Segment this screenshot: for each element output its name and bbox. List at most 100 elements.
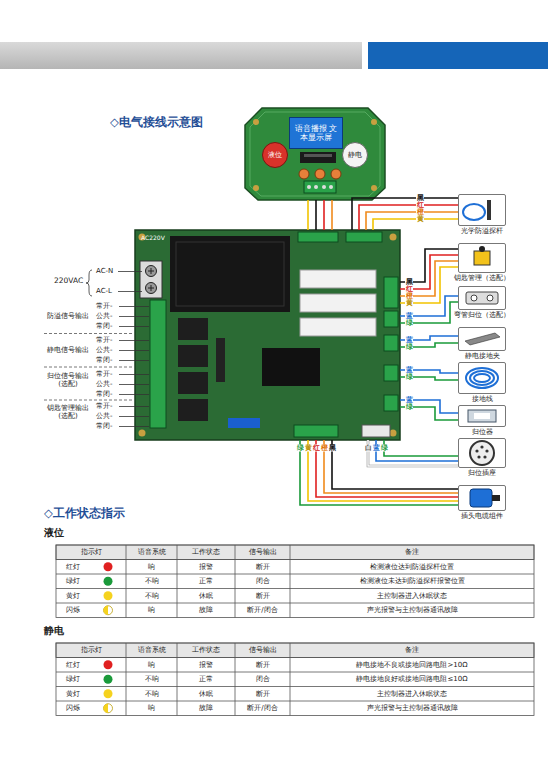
wire-color: 橙 [416,209,424,216]
main-board [228,418,260,428]
main-board [178,345,208,367]
device-icon [485,449,488,452]
leader-line [119,341,149,361]
wire [352,198,458,230]
device-box: 插头电缆组件 [458,485,506,511]
wire [368,440,458,466]
display-board [299,169,309,179]
table-cell: 闪烁 [56,701,126,716]
table-cell: 指示灯 [56,545,126,560]
label: 归位信号输出 (选配) [44,372,92,389]
wire [332,440,458,489]
wire [359,205,458,230]
indicator-dot [104,675,113,684]
wire-bundle [368,440,458,466]
wire [400,249,458,282]
indicator-dot [104,577,113,586]
table-cell: 黄灯 [56,687,126,702]
status-table [56,545,534,560]
device-icon [470,489,492,507]
device-label: 归位器 [472,429,493,437]
label: AC-L [96,287,112,295]
wire-color: 蓝 [405,397,413,404]
main-board [390,430,397,437]
wire-color: 黑 [328,445,336,452]
table-cell: 断开/闭合 [235,603,290,618]
wire-color: 黑 [416,195,424,202]
display-board [300,152,336,163]
device-icon [470,371,494,385]
wire-bundle [308,200,332,230]
device-label: 弯管归位（选配） [454,312,510,320]
table-cell: 信号输出 [235,643,290,658]
display-board [371,185,377,191]
indicator-dot [104,689,113,698]
table-cell: 正常 [177,574,235,589]
device-icon [471,295,477,301]
device-icon [463,204,485,220]
table-cell: 正常 [177,672,235,687]
display-board [245,108,385,200]
table-cell: 休眠 [177,687,235,702]
wire-bundle [400,400,458,420]
device-icon [465,333,500,345]
main-board [146,283,157,294]
main-board [148,268,154,274]
indicator-dot [104,562,113,713]
header-bar [0,42,548,69]
device-label: 静电接地夹 [465,353,500,361]
label: 常开- [96,402,113,410]
table-cell: 响 [126,603,177,618]
main-board [178,399,208,421]
table-cell: 工作状态 [177,545,235,560]
device-box: 光学防溢探杆 [458,194,506,226]
wire [331,200,333,230]
label: 220VAC [54,276,83,285]
table-cell: 不响 [126,672,177,687]
wire-color: 橙 [405,293,413,300]
status-table [56,658,534,702]
table-cell: 指示灯 [56,643,126,658]
main-board [384,311,398,327]
wire-color: 黄 [405,300,413,307]
leader-line [119,407,149,427]
main-board [384,395,398,411]
leader-line [119,307,149,327]
device-box: 钥匙管理（选配） [458,243,506,273]
table-cell: 备注 [290,545,534,560]
table-cell: 断开 [235,687,290,702]
table-cell: 不响 [126,687,177,702]
indicator-dot [104,606,113,615]
table-cell: 报警 [177,560,235,575]
table-cell: 故障 [177,603,235,618]
wire [315,200,317,230]
main-board [135,230,400,440]
table-cell: 断开 [235,589,290,604]
table-cell: 主控制器进入休眠状态 [290,589,534,604]
wire-color: 绿 [405,404,413,411]
label: 液位 [44,527,64,539]
label: 常开- [96,336,113,344]
wire-color: 蓝 [405,367,413,374]
display-board [250,112,380,196]
status-table [56,560,534,604]
display-board [331,169,341,179]
label: 公共- [96,312,113,320]
display-board [322,185,326,189]
table-cell: 闭合 [235,574,290,589]
table-cell: 声光报警与主控制器通讯故障 [290,603,534,618]
wire [307,200,309,230]
table-cell: 响 [126,701,177,716]
device-icon [492,495,500,501]
display-board [304,154,332,157]
table-cell: 语音系统 [126,545,177,560]
table-cell: 红灯 [56,560,126,575]
device-icon [463,200,500,507]
main-board [178,372,208,394]
table-cell: 故障 [177,701,235,716]
wire-outline [368,440,458,466]
device-icon [466,292,498,304]
table-cell: 断开 [235,560,290,575]
main-board [170,236,290,312]
status-table [126,545,290,618]
